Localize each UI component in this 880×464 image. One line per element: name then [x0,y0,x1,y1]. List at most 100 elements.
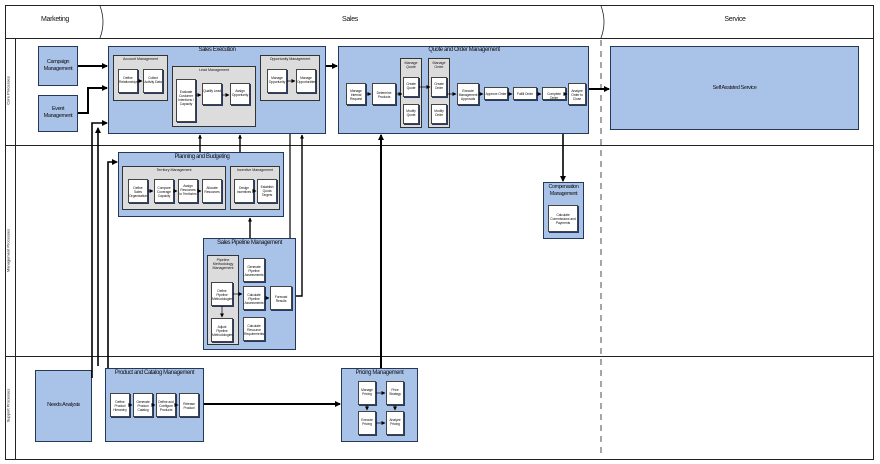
define-pipeline-label: Define Pipeline Methodologies [212,289,233,301]
manage-pricing-box[interactable]: Manage Pricing [358,381,376,405]
allocate-resources-box[interactable]: Allocate Resources [202,179,222,203]
calculate-commissions-label: Calculate Commissions and Payments [550,213,576,225]
event-management-label: Event Management [43,106,73,119]
evaluate-customer-box[interactable]: Evaluate Customer Intentions / Capacity [176,79,196,122]
planning-budgeting-title: Planning and Budgeting [174,154,230,160]
allocate-resources-label: Allocate Resources [204,186,220,194]
collect-activity-label: Collect Activity Data [144,76,162,84]
create-quote-box[interactable]: Create Quote [403,77,419,97]
assign-opportunity-box[interactable]: Assign Opportunity [230,83,250,105]
create-order-box[interactable]: Create Order [431,77,447,97]
arrow-event-to-sales [78,85,108,114]
self-assisted-service-label: Self Assisted Service [712,85,757,91]
sales-pipeline-title: Sales Pipeline Management [217,240,282,246]
forecast-results-box[interactable]: Forecast Results [270,286,292,310]
collect-activity-box[interactable]: Collect Activity Data [143,69,163,93]
quote-order-title: Quote and Order Management [428,47,500,53]
manage-pricing-label: Manage Pricing [361,388,373,396]
release-product-box[interactable]: Release Product [179,393,199,417]
arrow-product-to-planning [107,159,118,368]
assign-opportunity-label: Assign Opportunity [231,89,249,97]
determine-products-box[interactable]: Determine Products [372,83,396,105]
modify-order-label: Modify Order [434,109,444,117]
approve-order-box[interactable]: Approve Order [484,87,508,100]
pricing-management-box[interactable]: Pricing Management [341,368,418,442]
needs-analysis-label: Needs Analysis [47,402,80,408]
define-pipeline-box[interactable]: Define Pipeline Methodologies [211,282,233,306]
assign-resources-label: Assign Resources to Territories [179,184,197,196]
analyze-order-label: Analyze Order to Close [571,89,583,101]
manage-internal-request-label: Manage Internal Request [350,89,362,101]
manage-internal-request-box[interactable]: Manage Internal Request [346,83,366,105]
execute-approvals-label: Execute Management Approvals [458,89,478,101]
approve-order-label: Approve Order [485,92,507,96]
manage-opportunity-label: Manage Opportunity [268,76,286,84]
column-header-marketing: Marketing [40,16,70,23]
compensation-management-title: Compensation Management [548,184,579,197]
define-hierarchy-box[interactable]: Define Product Hierarchy [110,393,130,417]
calculate-requirements-box[interactable]: Calculate Resource Requirements [243,317,265,341]
product-catalog-title: Product and Catalog Management [114,370,195,376]
compare-coverage-label: Compare Coverage Capacity [157,186,171,198]
manage-opportunity-box[interactable]: Manage Opportunity [267,69,287,93]
generate-assessments-label: Generate Pipeline Assessments [244,265,264,277]
analyze-pricing-label: Analyze Pricing [389,418,401,426]
define-hierarchy-label: Define Product Hierarchy [113,400,127,412]
create-quote-label: Create Quote [406,82,416,90]
execute-approvals-box[interactable]: Execute Management Approvals [457,83,479,105]
generate-catalog-label: Generate Product Catalog [136,400,150,412]
arrow-needs-to-sales [91,120,108,378]
needs-analysis-box[interactable]: Needs Analysis [35,370,92,442]
price-strategy-label: Price Strategy [389,388,401,396]
price-strategy-box[interactable]: Price Strategy [386,381,404,405]
territory-management-title: Territory Management [156,168,192,172]
design-incentives-label: Design Incentives [236,186,252,194]
define-sales-org-box[interactable]: Define Sales Organization [128,179,148,203]
adjust-pipeline-box[interactable]: Adjust Pipeline Methodologies [211,318,233,342]
fulfill-order-label: Fulfill Order [516,92,534,96]
manage-opportunities-box[interactable]: Manage Opportunities [296,69,316,93]
manage-quote-title: Manage Quote [404,61,418,69]
calculate-assessments-box[interactable]: Calculate Pipeline Assessments [243,286,265,310]
complete-order-label: Complete Order [547,92,561,100]
pricing-management-title: Pricing Management [355,370,404,376]
fulfill-order-box[interactable]: Fulfill Order [513,87,537,100]
account-management-title: Account Management [123,57,158,61]
incentive-management-title: Incentive Management [236,168,274,172]
sales-execution-title: Sales Execution [198,47,236,53]
execute-pricing-box[interactable]: Execute Pricing [358,411,376,435]
column-header-sales: Sales [341,16,358,23]
modify-quote-label: Modify Quote [406,109,416,117]
adjust-pipeline-label: Adjust Pipeline Methodologies [212,325,233,337]
calculate-commissions-box[interactable]: Calculate Commissions and Payments [548,205,578,232]
define-sales-org-label: Define Sales Organization [129,186,148,198]
generate-assessments-box[interactable]: Generate Pipeline Assessments [243,258,265,282]
define-relationships-box[interactable]: Define Relationships [118,69,138,93]
evaluate-customer-label: Evaluate Customer Intentions / Capacity [178,90,194,106]
modify-quote-box[interactable]: Modify Quote [403,104,419,124]
qualify-lead-label: Qualify Lead [203,89,221,93]
calculate-assessments-label: Calculate Pipeline Assessments [244,293,264,305]
manage-order-title: Manage Order [432,61,446,69]
configure-products-label: Define and Configure Products [158,400,174,412]
pipeline-methodology-title: Pipeline Methodology Management [212,258,234,270]
self-assisted-service-box[interactable]: Self Assisted Service [610,46,859,130]
event-management-box[interactable]: Event Management [38,95,78,132]
establish-quota-label: Establish Quota Targets [260,185,274,197]
manage-opportunities-label: Manage Opportunities [297,76,316,84]
campaign-management-label: Campaign Management [43,59,73,72]
establish-quota-box[interactable]: Establish Quota Targets [257,179,277,203]
analyze-pricing-box[interactable]: Analyze Pricing [386,411,404,435]
analyze-order-box[interactable]: Analyze Order to Close [568,83,586,105]
release-product-label: Release Product [183,402,195,410]
determine-products-label: Determine Products [376,91,392,99]
qualify-lead-box[interactable]: Qualify Lead [202,83,222,105]
modify-order-box[interactable]: Modify Order [431,104,447,124]
define-relationships-label: Define Relationships [119,76,139,84]
opportunity-management-title: Opportunity Management [269,57,311,61]
create-order-label: Create Order [434,82,444,90]
campaign-management-box[interactable]: Campaign Management [38,46,78,86]
